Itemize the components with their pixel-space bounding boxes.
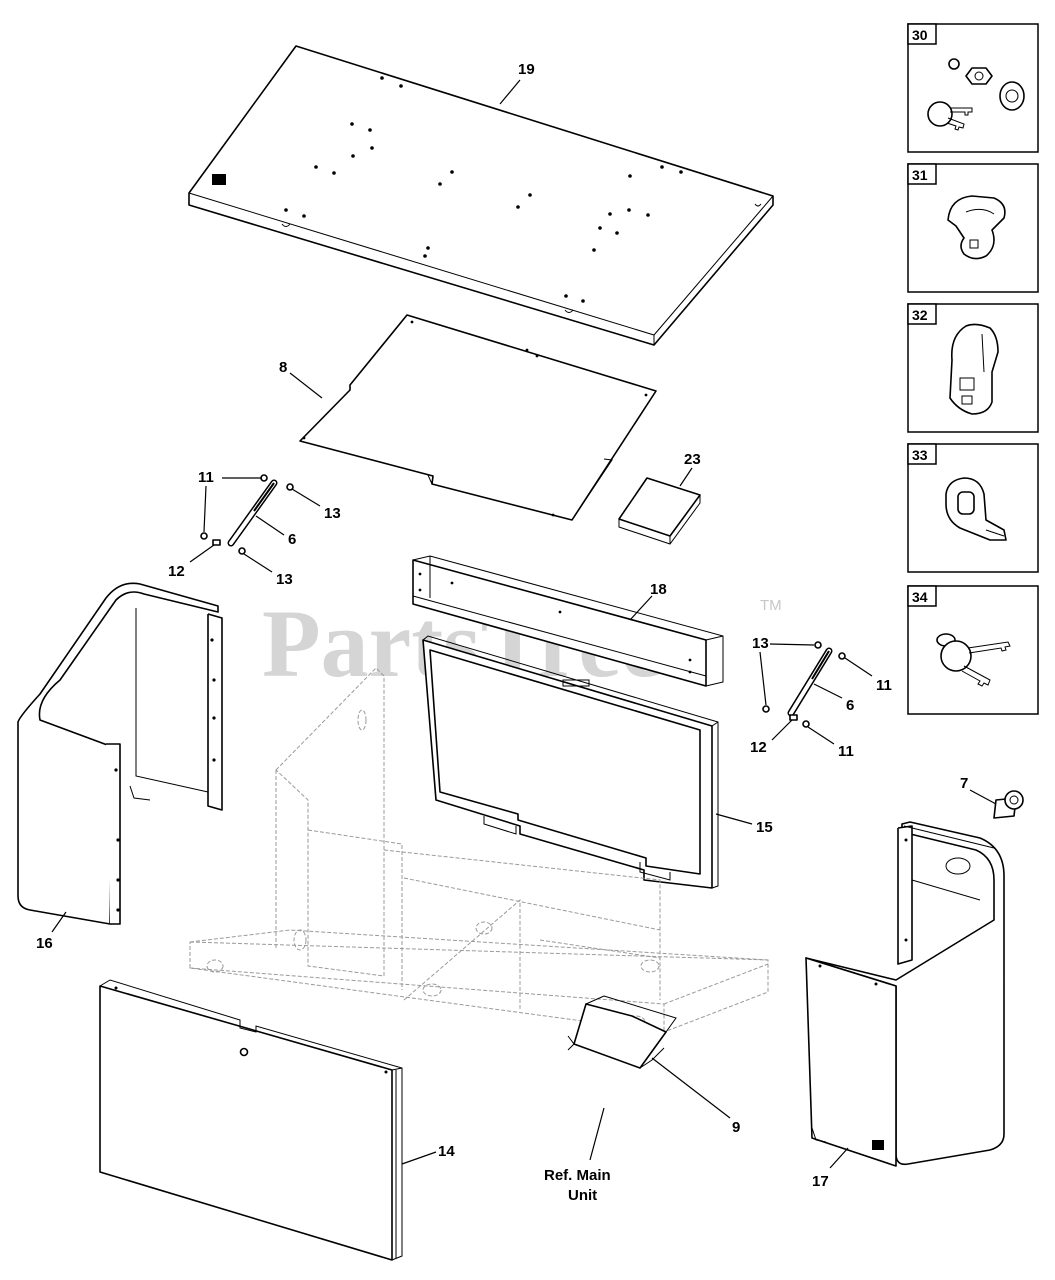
leader-13-right-top xyxy=(769,643,815,646)
leader-17 xyxy=(829,1147,849,1169)
strike-loop-icon xyxy=(945,477,1007,541)
leader-11-left-b xyxy=(203,485,207,533)
leader-11-right-top xyxy=(844,657,873,677)
callout-6-left: 6 xyxy=(288,531,296,548)
callout-12-right: 12 xyxy=(750,739,767,756)
leader-8 xyxy=(289,372,323,399)
callout-6-right: 6 xyxy=(846,697,854,714)
callout-8: 8 xyxy=(279,359,287,376)
callout-11-left: 11 xyxy=(198,469,214,486)
leader-12-left xyxy=(189,544,215,563)
detail-box-33-number: 33 xyxy=(912,447,928,463)
part-16-left-panel[interactable] xyxy=(17,582,223,925)
detail-box-33[interactable]: 33 xyxy=(907,443,1039,573)
leader-19 xyxy=(499,79,521,105)
leader-18 xyxy=(629,595,653,621)
latch-cam-icon xyxy=(947,195,1006,260)
callout-9: 9 xyxy=(732,1119,740,1136)
leader-13-left-bottom xyxy=(243,553,273,573)
leader-14 xyxy=(401,1151,437,1165)
ref-main-unit-frame xyxy=(189,667,769,1033)
callout-14: 14 xyxy=(438,1143,455,1160)
hardware-right[interactable] xyxy=(762,641,846,728)
leader-13-right-b xyxy=(759,651,767,706)
callout-7: 7 xyxy=(960,775,968,792)
part-23-pad[interactable] xyxy=(618,477,701,545)
leader-15 xyxy=(715,813,753,825)
callout-19: 19 xyxy=(518,61,535,78)
leader-7 xyxy=(969,789,997,805)
detail-box-30[interactable]: 30 xyxy=(907,23,1039,153)
leader-13-left-top xyxy=(291,488,321,507)
detail-box-34[interactable]: 34 xyxy=(907,585,1039,715)
callout-18: 18 xyxy=(650,581,667,598)
leader-16 xyxy=(51,911,67,933)
callout-11-right-top: 11 xyxy=(876,677,892,694)
part-19-top-cover[interactable] xyxy=(188,45,774,346)
hardware-left[interactable] xyxy=(200,474,294,555)
leader-11-right-bottom xyxy=(807,726,835,745)
leader-ref xyxy=(589,1107,605,1161)
leader-6-right xyxy=(813,683,843,699)
watermark-trademark: TM xyxy=(760,597,782,614)
leader-12-right xyxy=(771,719,793,741)
part-6-gas-spring-right[interactable] xyxy=(787,647,833,717)
detail-box-32-number: 32 xyxy=(912,307,928,323)
part-9-bracket[interactable] xyxy=(567,995,677,1069)
callout-23: 23 xyxy=(684,451,701,468)
leader-9 xyxy=(651,1057,731,1119)
latch-bracket-icon xyxy=(949,323,999,415)
part-8-panel[interactable] xyxy=(299,314,657,521)
callout-15: 15 xyxy=(756,819,773,836)
callout-17: 17 xyxy=(812,1173,829,1190)
callout-13-left-top: 13 xyxy=(324,505,341,522)
part-6-gas-spring-left[interactable] xyxy=(227,479,278,547)
part-7-lock[interactable] xyxy=(993,790,1024,819)
callout-13-left-bottom: 13 xyxy=(276,571,293,588)
callout-13-right: 13 xyxy=(752,635,769,652)
part-15-frame[interactable] xyxy=(422,635,719,889)
detail-box-31[interactable]: 31 xyxy=(907,163,1039,293)
leader-6-left xyxy=(255,515,285,536)
detail-box-30-number: 30 xyxy=(912,27,928,43)
detail-box-32[interactable]: 32 xyxy=(907,303,1039,433)
ref-main-unit-line2: Unit xyxy=(568,1187,597,1204)
part-14-front-panel[interactable] xyxy=(99,979,403,1261)
detail-box-31-number: 31 xyxy=(912,167,928,183)
part-18-rail[interactable] xyxy=(412,555,724,687)
callout-11-right-bottom: 11 xyxy=(838,743,854,760)
callout-12-left: 12 xyxy=(168,563,185,580)
callout-16: 16 xyxy=(36,935,53,952)
keys-icon xyxy=(936,633,1011,687)
leader-23 xyxy=(679,467,693,487)
part-17-right-panel[interactable] xyxy=(805,821,1005,1167)
key-lock-kit-icon xyxy=(927,58,1025,131)
detail-box-34-number: 34 xyxy=(912,589,928,605)
ref-main-unit-line1: Ref. Main xyxy=(544,1167,611,1184)
